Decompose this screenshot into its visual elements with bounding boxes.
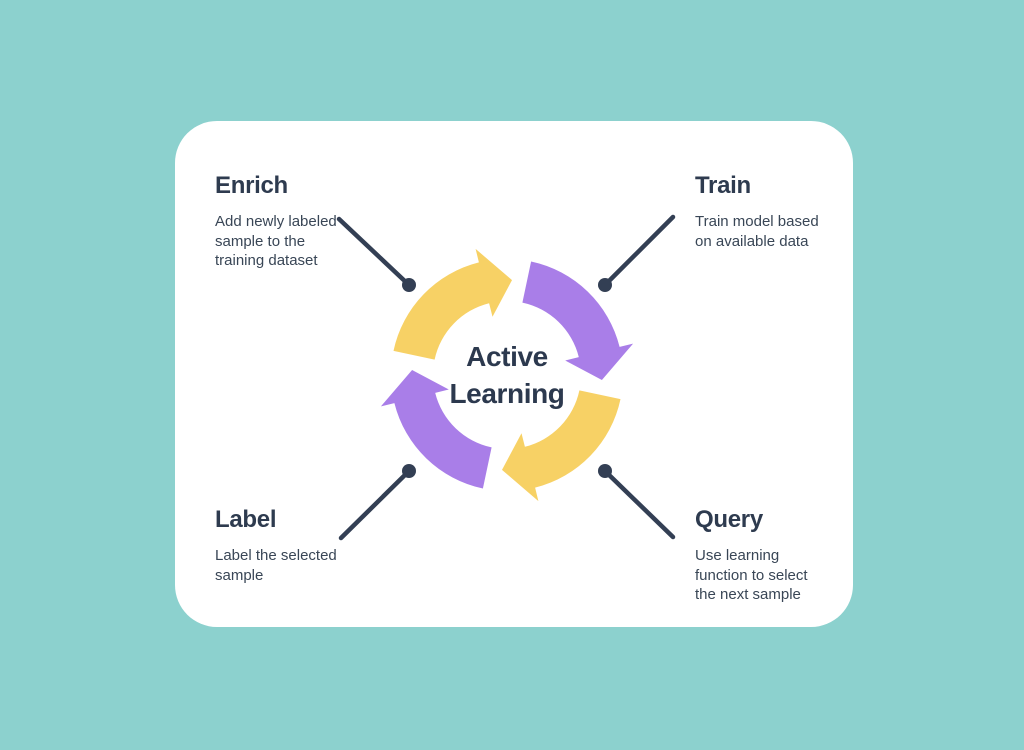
node-enrich-label: Enrich <box>215 172 288 199</box>
cycle-arrow-top-right <box>522 261 634 380</box>
node-enrich: Enrich Add newly labeled sample to the t… <box>215 174 365 271</box>
node-enrich-description: Add newly labeled sample to the training… <box>215 213 337 269</box>
node-train-label: Train <box>695 172 751 199</box>
node-query: Query Use learning function to select th… <box>695 508 845 605</box>
node-label-description: Label the selected sample <box>215 547 337 584</box>
node-label-label: Label <box>215 506 277 533</box>
connector-dot-label <box>402 464 416 478</box>
node-query-description: Use learning function to select the next… <box>695 547 808 603</box>
cycle-arrow-bottom-right <box>502 390 621 502</box>
connector-dot-enrich <box>402 278 416 292</box>
connector-line-enrich <box>336 216 412 288</box>
node-label: Label Label the selected sample <box>215 508 365 585</box>
diagram-title: Active Learning <box>449 341 565 409</box>
node-train-description: Train model based on available data <box>695 213 819 250</box>
connector-line-train <box>602 214 676 288</box>
connector-line-label <box>338 468 412 541</box>
cycle-arrow-bottom-left <box>380 370 492 489</box>
connector-dot-train <box>598 278 612 292</box>
cycle-arrow-top-left <box>393 248 512 360</box>
connector-dot-query <box>598 464 612 478</box>
connector-line-query <box>602 468 676 540</box>
node-query-label: Query <box>695 506 763 533</box>
diagram-card <box>175 121 853 627</box>
node-train: Train Train model based on available dat… <box>695 174 845 251</box>
